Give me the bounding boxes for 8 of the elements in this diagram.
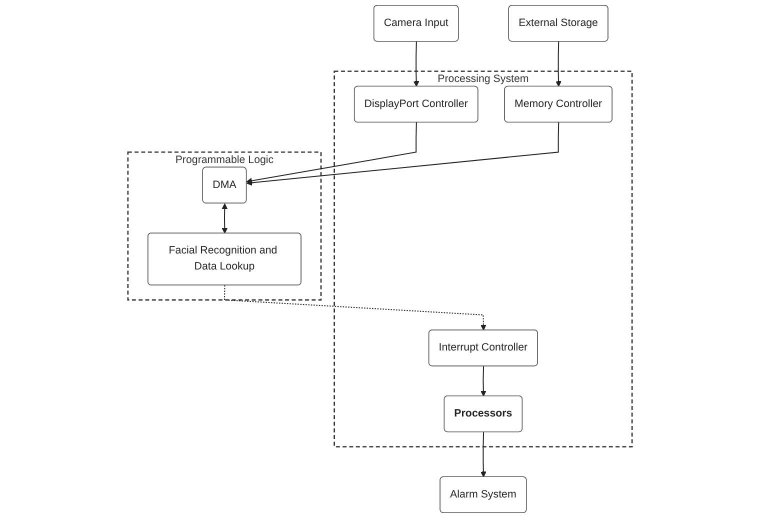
arrow — [222, 203, 228, 234]
arrow — [246, 122, 417, 184]
arrow — [246, 122, 560, 186]
arrow — [413, 41, 420, 87]
arrow — [224, 284, 486, 330]
arrow — [480, 366, 486, 396]
arrow — [480, 432, 486, 478]
arrow — [556, 41, 562, 87]
